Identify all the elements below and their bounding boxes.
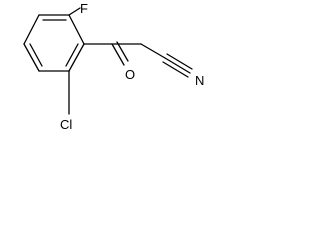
atom-label-oxygen: O	[125, 67, 135, 82]
ring-double-bond-left	[29, 43, 43, 67]
bond-to-fluorine	[68, 7, 81, 16]
nitrile-triple-bond-a	[164, 57, 191, 74]
structure-canvas: F Cl O N	[0, 0, 219, 137]
benzene-ring	[23, 14, 85, 72]
molecule-drawing: F Cl O N	[23, 1, 204, 132]
ring-double-bond-right	[65, 43, 79, 67]
bond-ch2-to-nitrile-carbon	[140, 43, 166, 59]
atom-label-nitrogen: N	[195, 73, 204, 88]
ring-bond-lower-left	[23, 43, 40, 72]
atom-label-fluorine: F	[80, 1, 88, 16]
ring-bond-lower-right	[68, 43, 85, 72]
nitrile-triple-bond-b	[166, 53, 193, 70]
carbonyl-double-bond-a	[111, 43, 125, 66]
carbonyl-double-bond-b	[116, 41, 129, 62]
ring-bond-upper-right	[68, 14, 85, 45]
ring-bond-upper-left	[23, 14, 40, 45]
nitrile-triple-bond-c	[162, 61, 189, 78]
atom-label-chlorine: Cl	[60, 117, 72, 132]
